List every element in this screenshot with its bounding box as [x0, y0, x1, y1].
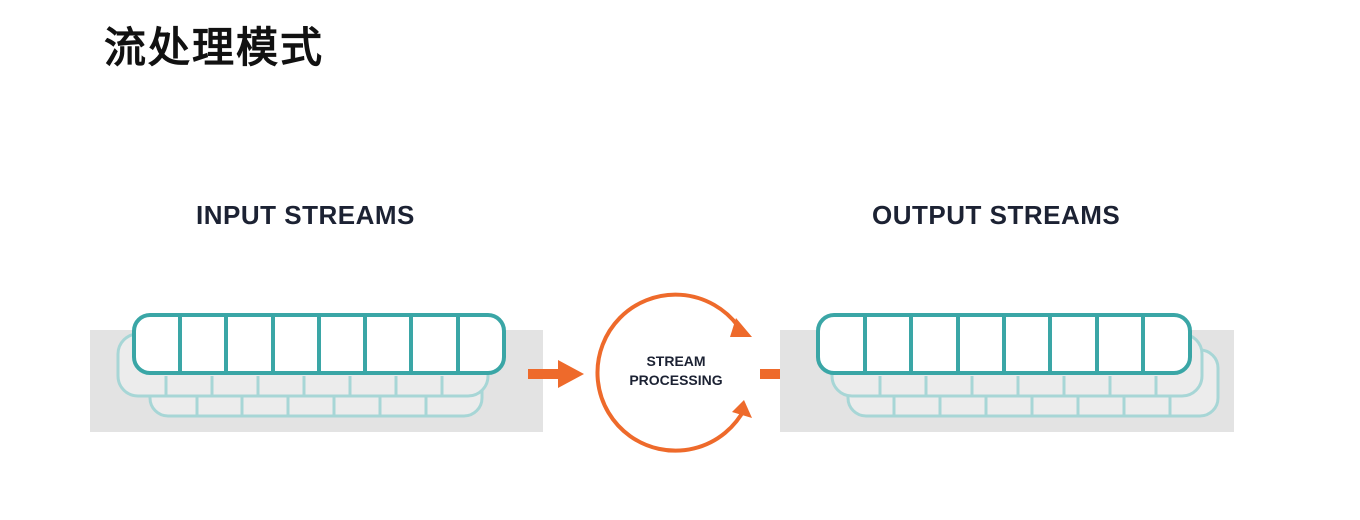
page-title: 流处理模式	[104, 23, 325, 72]
output-streams-title: OUTPUT STREAMS	[872, 200, 1121, 230]
input-queue-front-slots	[178, 315, 460, 373]
output-queue-back-dividers	[892, 396, 1172, 416]
input-queue-front	[132, 313, 506, 375]
input-queue-middle-dividers	[164, 376, 444, 396]
input-streams-title: INPUT STREAMS	[196, 200, 415, 230]
output-queue-front-slots	[863, 315, 1145, 373]
processor-label-line2: PROCESSING	[629, 372, 722, 388]
output-queue-front	[816, 313, 1192, 375]
output-queue-middle-dividers	[878, 376, 1158, 396]
input-queue-back-dividers	[195, 396, 428, 416]
output-queue-stack	[816, 313, 1220, 418]
input-arrow-icon	[528, 360, 584, 388]
input-queue-stack	[116, 313, 506, 418]
processing-cycle-icon	[595, 292, 752, 453]
processor-label-line1: STREAM	[646, 353, 705, 369]
